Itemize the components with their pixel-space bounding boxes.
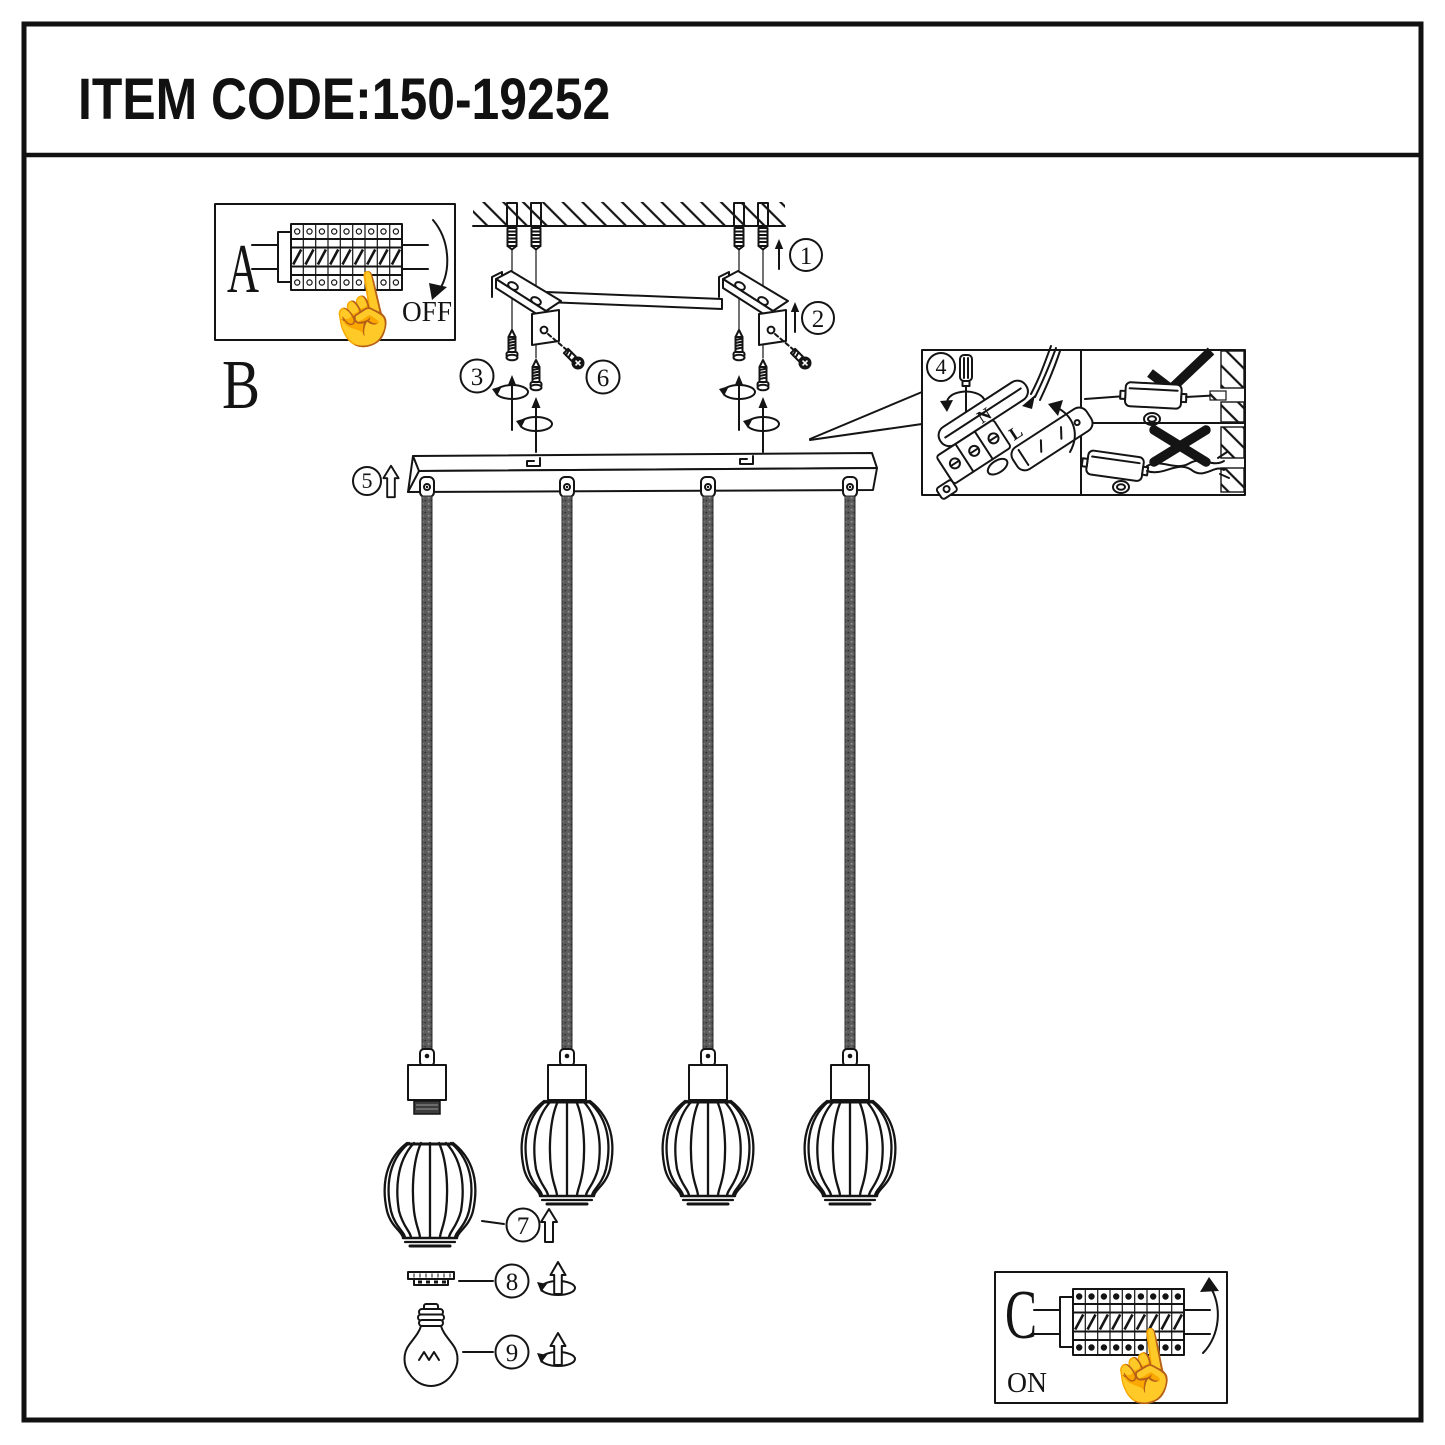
svg-text:2: 2 xyxy=(812,306,825,333)
step-4-badge: 4 xyxy=(926,352,956,382)
rotate-off-arrow xyxy=(432,219,449,293)
bulb-filament xyxy=(418,1351,440,1361)
wall-hatch xyxy=(1220,401,1245,423)
panel-c-label: C xyxy=(1005,1277,1037,1354)
exposed-wire xyxy=(1146,459,1225,468)
cage-shade-exploded xyxy=(383,1141,477,1248)
on-label: ON xyxy=(1007,1368,1047,1399)
svg-text:8: 8 xyxy=(506,1269,519,1296)
svg-text:1: 1 xyxy=(800,243,813,270)
bulb-part xyxy=(403,1303,459,1387)
step-3-badge: 3 xyxy=(459,358,495,394)
crossbar xyxy=(545,291,723,310)
correct-wiring-scene xyxy=(1084,347,1245,426)
section-b-label: B xyxy=(222,347,260,424)
crimped-end xyxy=(1209,390,1227,401)
keyhole-slot xyxy=(526,457,541,467)
x-icon xyxy=(1149,425,1211,467)
svg-text:3: 3 xyxy=(471,364,484,391)
canopy-assembly: 5 xyxy=(352,391,923,499)
svg-text:7: 7 xyxy=(517,1213,530,1240)
terminal-block xyxy=(935,379,1029,500)
page-title: ITEM CODE:150-19252 xyxy=(78,67,611,132)
cord-grips xyxy=(419,476,858,498)
svg-text:6: 6 xyxy=(597,365,610,392)
bracket-right xyxy=(718,270,796,352)
wall-hatch xyxy=(1220,350,1245,389)
step-7-badge: 7 xyxy=(505,1207,541,1243)
step-2-badge: 2 xyxy=(801,301,835,335)
panel-a-breaker-off: A OFF xyxy=(214,203,456,359)
step-5-badge: 5 xyxy=(352,466,382,496)
step-6-badge: 6 xyxy=(585,359,621,395)
off-label: OFF xyxy=(402,297,452,328)
ceiling-hatch xyxy=(473,202,785,226)
step-9-badge: 9 xyxy=(494,1334,530,1370)
svg-text:9: 9 xyxy=(506,1340,519,1367)
page-border xyxy=(21,21,1424,1423)
pendant-lamps: 7 xyxy=(383,495,897,1248)
step-8-badge: 8 xyxy=(494,1263,530,1299)
step-1-badge: 1 xyxy=(789,238,823,272)
wall-hatch xyxy=(1220,426,1245,459)
ceiling-assembly: 1 2 3 6 xyxy=(459,202,835,453)
exposed-wire xyxy=(1146,465,1225,475)
wall-hatch xyxy=(1220,467,1245,493)
callout-lines xyxy=(809,391,923,441)
panel-c-breaker-on: C ON xyxy=(994,1271,1228,1414)
wiring-box: 4 xyxy=(921,345,1246,500)
close-cover-arrow xyxy=(1055,406,1076,453)
svg-text:4: 4 xyxy=(936,354,947,379)
supply-wires xyxy=(1030,345,1061,401)
bracket-left xyxy=(491,270,569,352)
screwdriver-icon xyxy=(940,354,985,435)
shade-ring-part xyxy=(407,1271,455,1286)
keyhole-slot xyxy=(739,455,754,465)
wrong-wiring-scene xyxy=(1079,425,1245,494)
socket-thread xyxy=(413,1100,441,1115)
canopy-front-face xyxy=(407,467,878,493)
svg-text:5: 5 xyxy=(362,468,373,493)
drill-holes xyxy=(506,202,769,227)
